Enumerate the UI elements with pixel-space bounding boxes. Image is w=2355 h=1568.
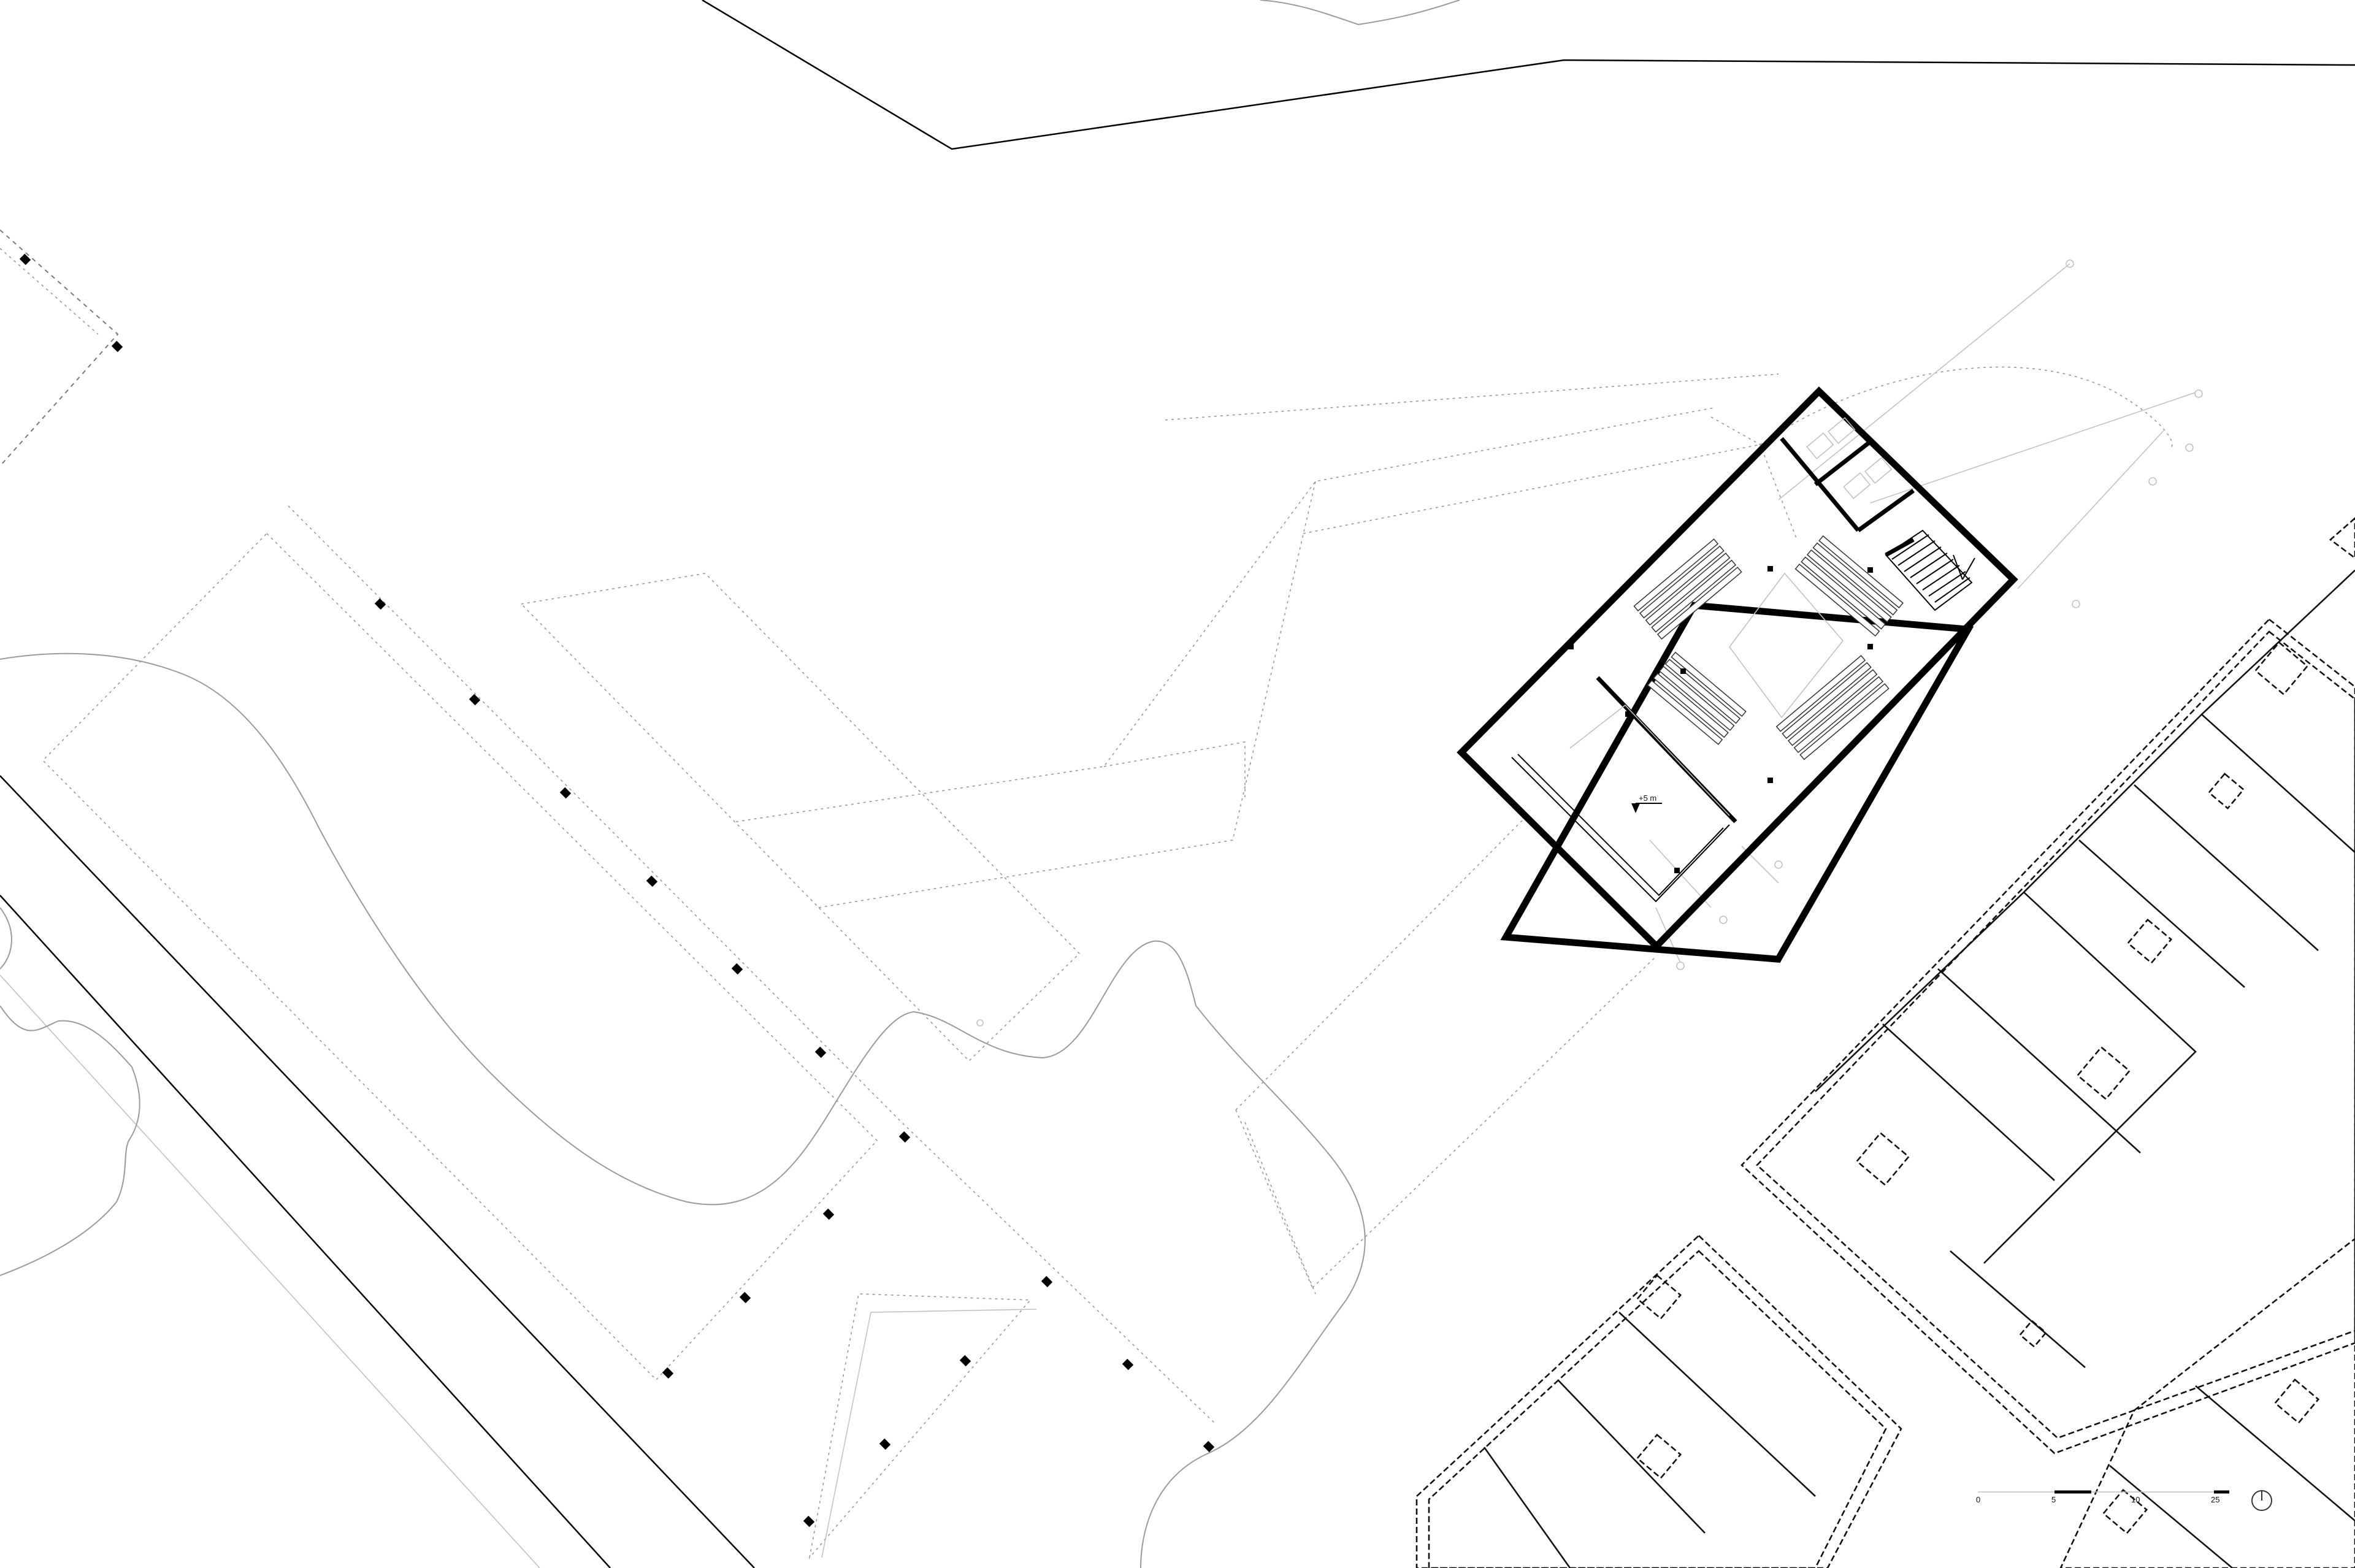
scale-bar-label-0: 0 <box>1976 1495 1980 1504</box>
site-boundary-line <box>702 0 2355 150</box>
level-marker-label: +5 m <box>1639 794 1656 803</box>
top-contour <box>1260 0 1460 26</box>
neighbouring-buildings-south <box>1415 1234 2355 1568</box>
stair <box>1885 529 1975 611</box>
neighbouring-building-edge <box>2329 517 2355 559</box>
construction-lines <box>976 259 2203 1027</box>
seating-rows <box>1633 535 1904 760</box>
central-floor <box>1729 572 1844 719</box>
north-arrow-icon <box>2251 1490 2272 1511</box>
scale-bar-label-25: 25 <box>2211 1495 2219 1504</box>
level-marker: +5 m <box>1631 794 1662 813</box>
scale-bar-label-5: 5 <box>2051 1495 2056 1504</box>
restroom-fixtures <box>1806 417 1893 500</box>
column-markers <box>19 253 1215 1528</box>
scale-bar: 0 5 10 25 <box>1976 1490 2229 1504</box>
terrain-contours <box>0 652 1366 1568</box>
auditorium-building <box>1457 386 2018 963</box>
scale-bar-label-10: 10 <box>2131 1495 2140 1504</box>
stage-area <box>1511 704 1730 903</box>
dashed-site-outlines <box>0 229 2173 1559</box>
road <box>0 775 755 1568</box>
